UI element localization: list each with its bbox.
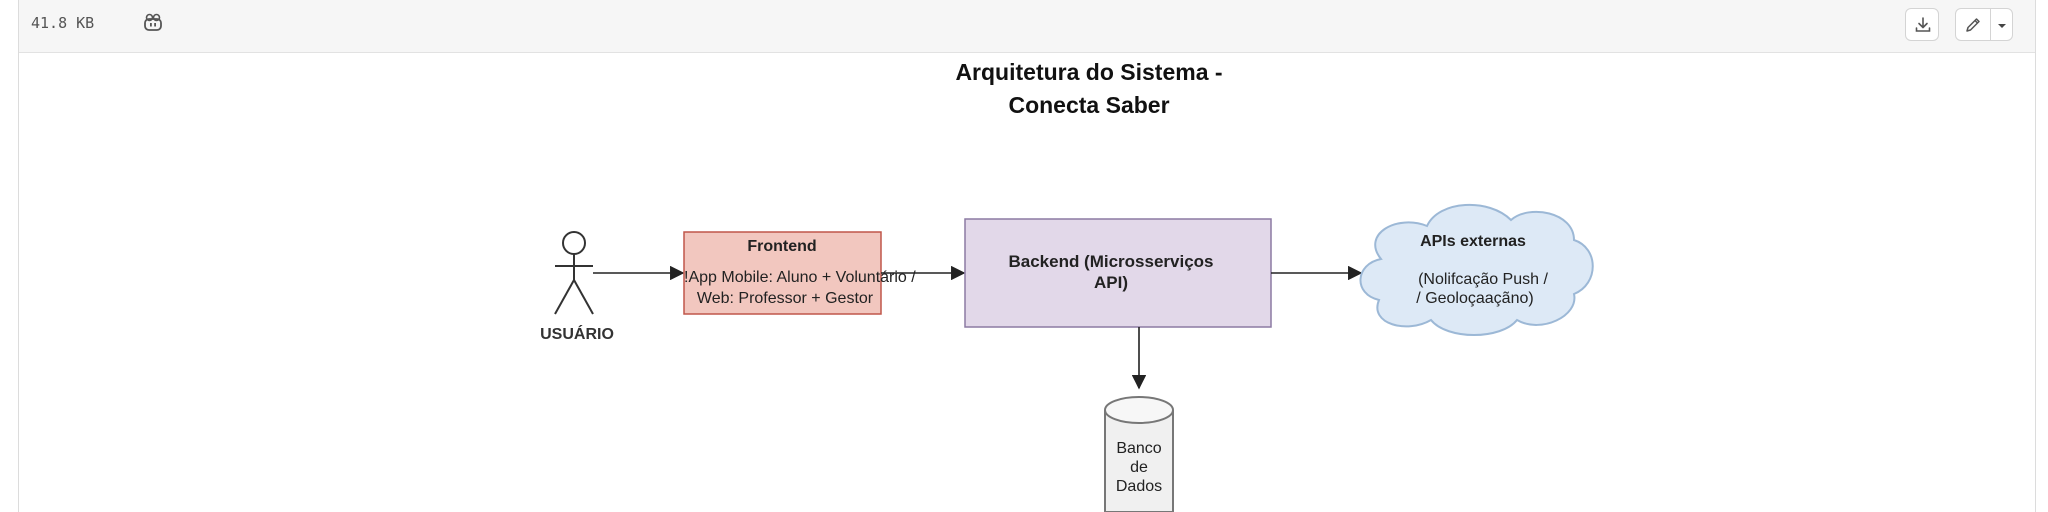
frontend-line2: Web: Professor + Gestor <box>697 290 874 307</box>
frontend-line1: !App Mobile: Aluno + Voluntário / <box>684 269 916 286</box>
external-apis-title: APIs externas <box>1420 233 1526 250</box>
user-actor-label: USUÁRIO <box>540 324 614 343</box>
file-toolbar: 41.8 KB <box>19 0 2035 53</box>
caret-down-icon[interactable] <box>1996 21 2008 31</box>
external-apis-line1: (Nolifcação Push / <box>1418 271 1548 288</box>
diagram-title-line2: Conecta Saber <box>1008 92 1169 118</box>
database-line1: Banco <box>1116 440 1161 457</box>
database-line2: de <box>1130 459 1148 476</box>
split-divider <box>1990 9 1991 40</box>
frontend-title: Frontend <box>747 238 816 255</box>
copilot-icon[interactable] <box>142 12 164 34</box>
download-icon <box>1915 17 1931 32</box>
architecture-diagram: Arquitetura do Sistema - Conecta Saber U… <box>540 59 1594 512</box>
file-size: 41.8 KB <box>31 14 95 32</box>
download-button[interactable] <box>1905 8 1939 41</box>
user-actor <box>554 231 594 315</box>
backend-line2: API) <box>1094 273 1128 292</box>
backend-box <box>964 218 1272 328</box>
file-viewer: 41.8 KB <box>18 0 2036 512</box>
external-apis-cloud <box>1359 203 1594 336</box>
backend-line1: Backend (Microsserviços <box>1008 252 1213 271</box>
edit-split-button[interactable] <box>1955 8 2013 41</box>
frontend-box <box>683 231 882 315</box>
database-cylinder <box>1104 396 1174 512</box>
diagram-title-line1: Arquitetura do Sistema - <box>955 59 1222 85</box>
external-apis-line2: / Geoloçaaçãno) <box>1416 290 1533 307</box>
database-line3: Dados <box>1116 478 1162 495</box>
pencil-icon[interactable] <box>1964 16 1982 34</box>
